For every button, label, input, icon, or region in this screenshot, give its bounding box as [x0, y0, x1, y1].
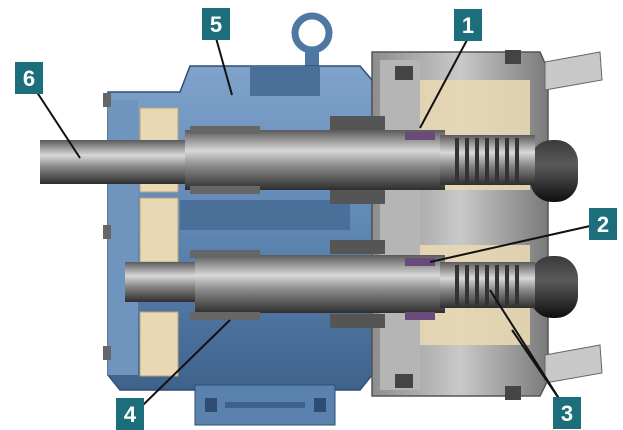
callout-3: 3: [553, 397, 581, 429]
callout-6-text: 6: [23, 66, 35, 91]
drive-shaft-upper: [40, 130, 535, 190]
callout-2-text: 2: [597, 212, 609, 237]
front-cover-nuts: [544, 51, 603, 384]
taper-bearings: [190, 116, 385, 328]
callout-5-text: 5: [210, 12, 222, 37]
callout-4: 4: [116, 398, 144, 430]
lower-spline: [455, 265, 519, 305]
leader-lines: [28, 37, 591, 406]
leader-4: [142, 319, 231, 406]
callout-1-text: 1: [462, 13, 474, 38]
leader-3b: [511, 329, 561, 401]
callout-2: 2: [589, 208, 617, 240]
rotor-case: [371, 50, 549, 400]
callout-5: 5: [202, 8, 230, 40]
callout-1: 1: [454, 9, 482, 41]
leader-5: [215, 37, 233, 96]
mounting-foot: [194, 384, 336, 426]
callout-3-text: 3: [561, 401, 573, 426]
callout-4-text: 4: [124, 402, 137, 427]
callout-6: 6: [15, 62, 43, 94]
upper-spline: [455, 138, 519, 182]
rotor-caps: [530, 140, 578, 318]
leader-1: [419, 39, 468, 129]
driven-shaft-lower: [125, 255, 535, 313]
shaft-seals: [405, 132, 435, 320]
leader-2: [429, 225, 591, 263]
